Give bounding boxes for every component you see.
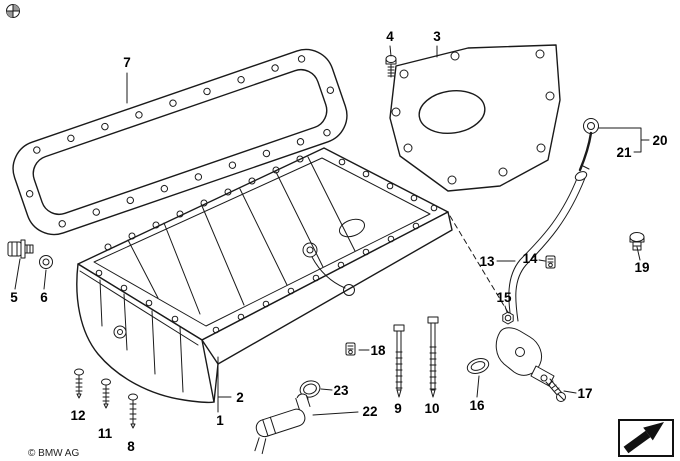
plug-19 [629,232,645,251]
leader-lines [14,45,650,416]
screw-11 [101,378,111,409]
callout-4[interactable]: 4 [386,29,394,44]
o-ring-23 [299,380,321,398]
screw-12 [74,368,84,399]
callout-13[interactable]: 13 [479,254,495,269]
callout-20[interactable]: 20 [652,133,667,148]
callout-17[interactable]: 17 [577,386,592,401]
callout-16[interactable]: 16 [469,398,485,413]
callout-11[interactable]: 11 [98,426,113,441]
oil-pan [76,147,453,404]
callout-8[interactable]: 8 [127,439,135,454]
callout-14[interactable]: 14 [522,251,538,266]
callout-labels: 7 4 3 20 21 19 13 14 15 5 6 12 11 8 1 2 … [10,29,667,454]
clip-18 [345,342,356,356]
drain-plug [7,239,34,259]
callout-2[interactable]: 2 [236,390,244,405]
o-ring-16 [466,358,490,374]
callout-3[interactable]: 3 [433,29,441,44]
bolt-9 [393,324,405,398]
bmw-logo-icon [6,4,20,18]
bolt-10 [427,316,439,398]
callout-18[interactable]: 18 [370,343,386,358]
callout-1[interactable]: 1 [216,413,224,428]
oil-pan-gasket [12,48,348,236]
callout-5[interactable]: 5 [10,290,18,305]
callout-19[interactable]: 19 [634,260,649,275]
callout-21[interactable]: 21 [616,145,632,160]
callout-23[interactable]: 23 [333,383,349,398]
callout-9[interactable]: 9 [394,401,402,416]
callout-22[interactable]: 22 [362,404,377,419]
oil-level-sensor [254,393,311,455]
guide-tube [495,171,588,387]
cover-plate [389,44,561,192]
callout-10[interactable]: 10 [424,401,439,416]
arrow-icon [623,430,651,454]
callout-7[interactable]: 7 [123,55,131,70]
copyright-text: © BMW AG [28,448,79,459]
callout-6[interactable]: 6 [40,290,48,305]
callout-12[interactable]: 12 [70,408,85,423]
sealing-washer [39,255,53,269]
dipstick [578,118,599,172]
callout-15[interactable]: 15 [496,290,512,305]
clip-14 [545,255,556,269]
next-diagram-arrow-button[interactable] [618,419,674,457]
nut-15 [502,311,514,325]
arrow-head-icon [643,422,664,441]
screw-17 [545,378,566,402]
screw-8 [128,393,138,429]
